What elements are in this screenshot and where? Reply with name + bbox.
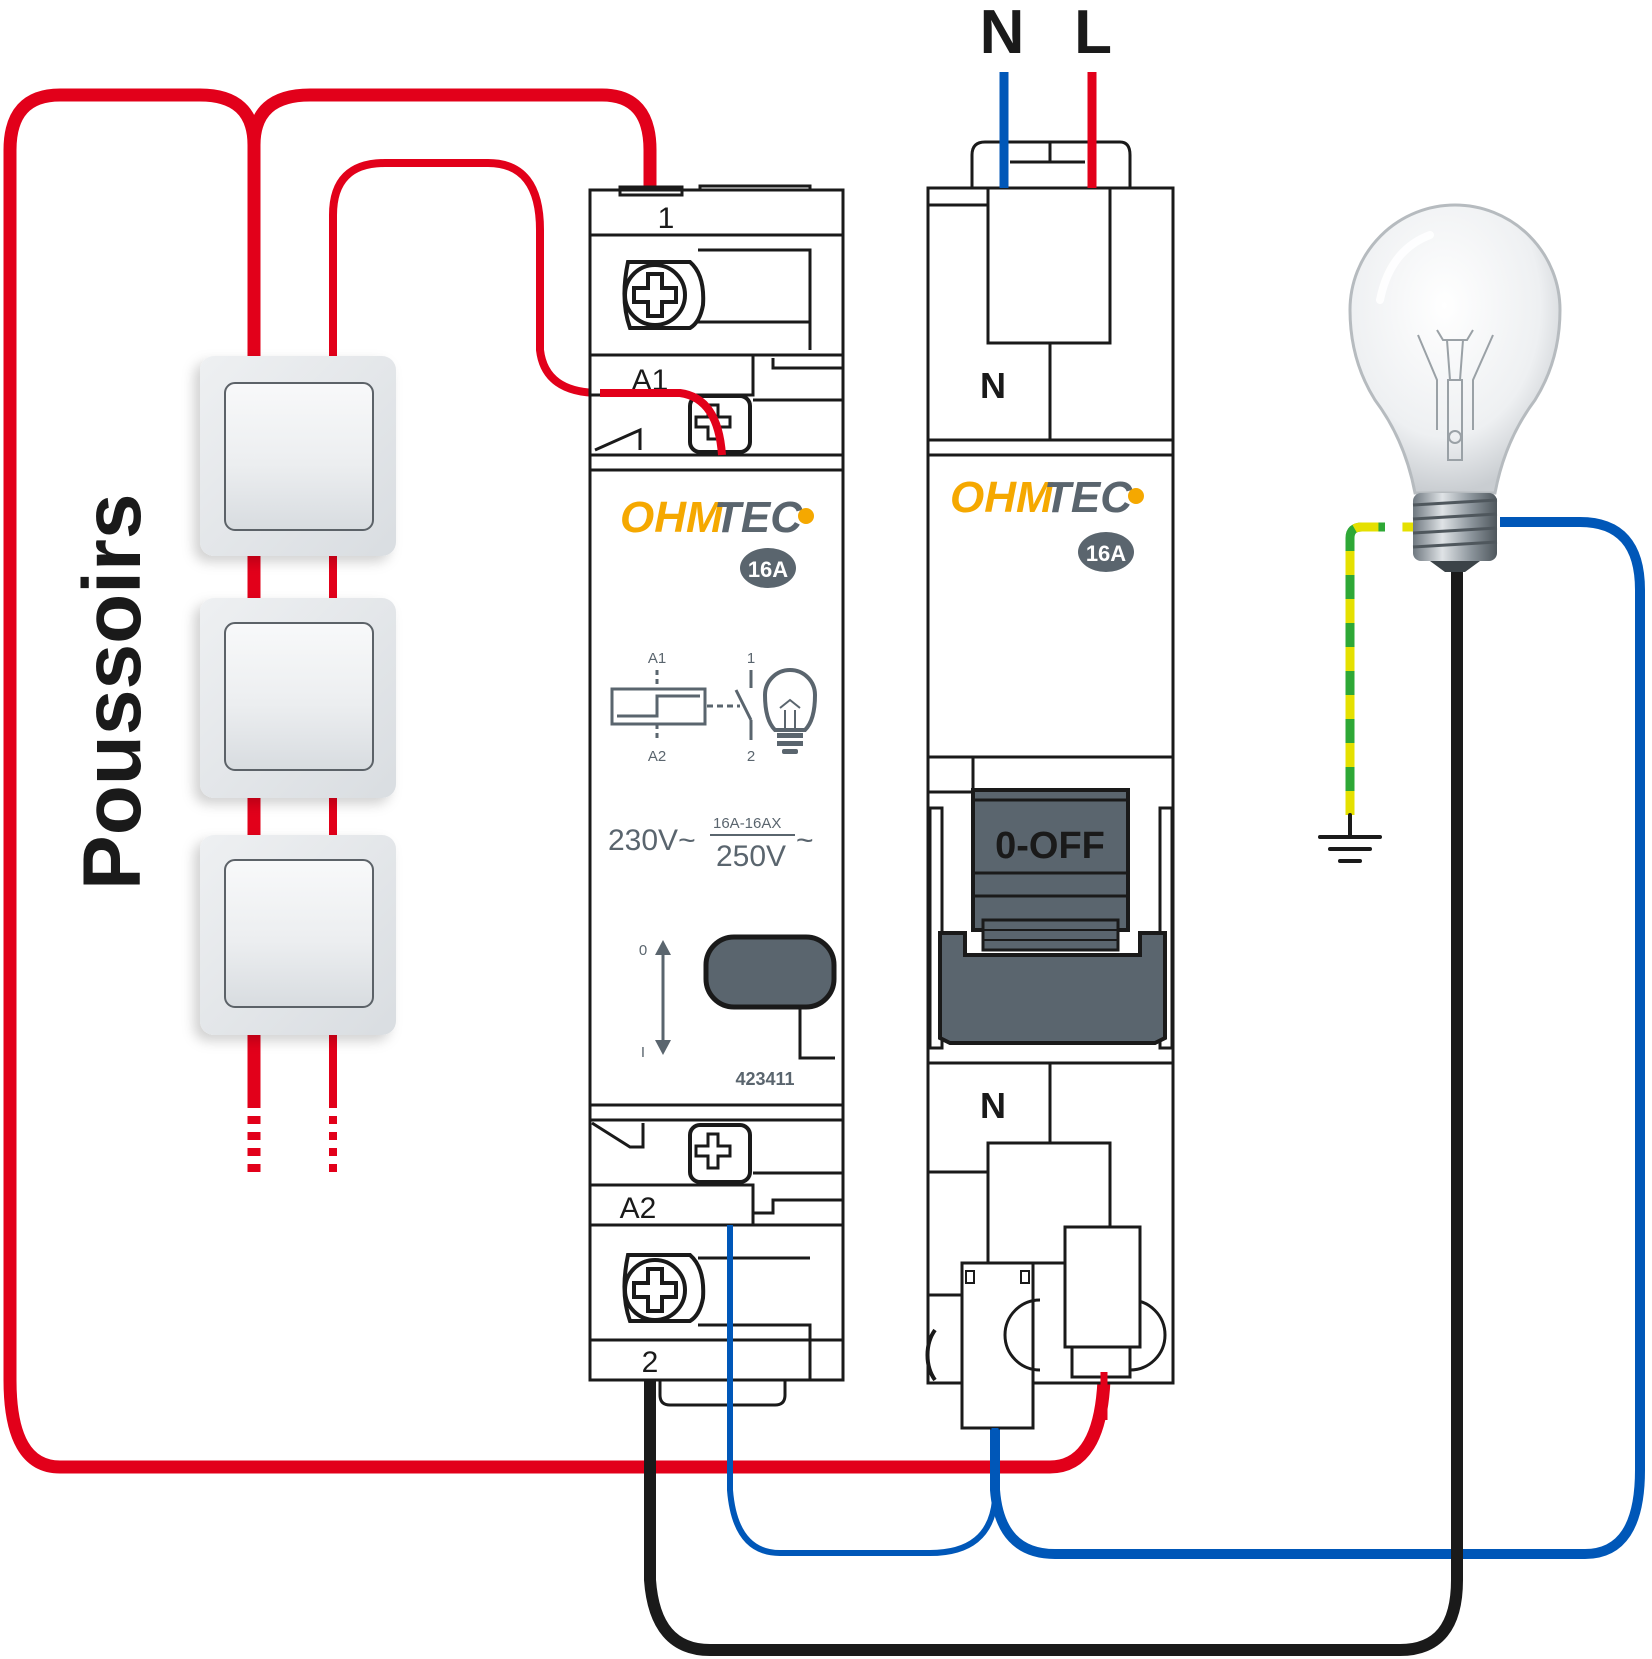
- svg-text:TEC: TEC: [1044, 473, 1133, 522]
- svg-text:I: I: [641, 1044, 645, 1061]
- impulse-relay: 1 A1 OHM TEC 16A: [588, 184, 845, 1407]
- switched-wire-to-lamp: [644, 560, 1463, 1656]
- relay-brand-logo: OHM TEC: [620, 493, 814, 542]
- neutral-output-terminal: [960, 1261, 1035, 1430]
- circuit-breaker: N OHM TEC 16A 0-OFF N: [925, 140, 1175, 1430]
- breaker-toggle-lever[interactable]: 0-OFF: [938, 788, 1167, 1045]
- terminal-1-label: 1: [658, 202, 675, 235]
- manual-toggle-button[interactable]: [703, 934, 837, 1010]
- neutral-supply-label: N: [980, 0, 1025, 67]
- relay-part-number: 423411: [735, 1069, 794, 1089]
- pushbutton-3[interactable]: [200, 835, 396, 1035]
- relay-rating-badge: 16A: [740, 548, 796, 588]
- relay-coil-voltage: 230V~: [608, 824, 696, 857]
- svg-text:TEC: TEC: [714, 493, 803, 542]
- phase-wire-a1-end: [600, 389, 726, 456]
- bulb-screw-base: [1412, 493, 1498, 572]
- screw-terminal-a2-icon: [688, 1123, 752, 1184]
- relay-schematic-symbol: A1 A2 1 2: [610, 650, 755, 765]
- pushbutton-1[interactable]: [200, 356, 396, 556]
- svg-text:A2: A2: [648, 748, 666, 765]
- svg-text:1: 1: [747, 650, 755, 667]
- phase-wire-to-terminal-1: [247, 88, 657, 188]
- filament-icon: [1417, 329, 1494, 461]
- screw-terminal-2-icon: [622, 1253, 706, 1323]
- earth-wire: [1345, 522, 1420, 815]
- lamp-symbol-icon: [762, 668, 818, 754]
- neutral-wire-to-a2: [727, 1220, 998, 1556]
- svg-text:2: 2: [747, 748, 755, 765]
- svg-text:A1: A1: [648, 650, 666, 667]
- svg-text:OHM: OHM: [620, 493, 724, 542]
- svg-text:0: 0: [639, 942, 647, 959]
- relay-contact-voltage: 250V: [716, 840, 786, 873]
- pushbutton-2[interactable]: [200, 598, 396, 798]
- breaker-neutral-bottom-label: N: [980, 1085, 1006, 1126]
- manual-override-indicator: 0 I: [639, 940, 671, 1061]
- pushbuttons-label: Poussoirs: [67, 494, 158, 890]
- phase-wire-return-loop: [3, 88, 1111, 1474]
- live-supply-label: L: [1074, 0, 1112, 67]
- breaker-rating-badge: 16A: [1078, 532, 1134, 572]
- relay-tilde: ~: [796, 824, 814, 857]
- relay-contact-rating: 16A-16AX: [713, 815, 781, 832]
- breaker-off-label: 0-OFF: [995, 825, 1105, 867]
- phase-output-terminal: [1003, 1225, 1167, 1379]
- earth-ground-icon: [1318, 813, 1382, 863]
- pushbutton-group: Poussoirs: [67, 356, 396, 1035]
- svg-text:16A: 16A: [748, 557, 788, 582]
- light-bulb: [1348, 203, 1562, 572]
- breaker-neutral-top-label: N: [980, 365, 1006, 406]
- screw-terminal-1-icon: [622, 260, 706, 330]
- terminal-2-label: 2: [642, 1346, 659, 1379]
- breaker-brand-logo: OHM TEC: [950, 473, 1144, 522]
- terminal-a2-label: A2: [620, 1192, 657, 1225]
- svg-text:OHM: OHM: [950, 473, 1054, 522]
- neutral-wire-to-lamp: [990, 517, 1645, 1559]
- svg-text:16A: 16A: [1086, 541, 1126, 566]
